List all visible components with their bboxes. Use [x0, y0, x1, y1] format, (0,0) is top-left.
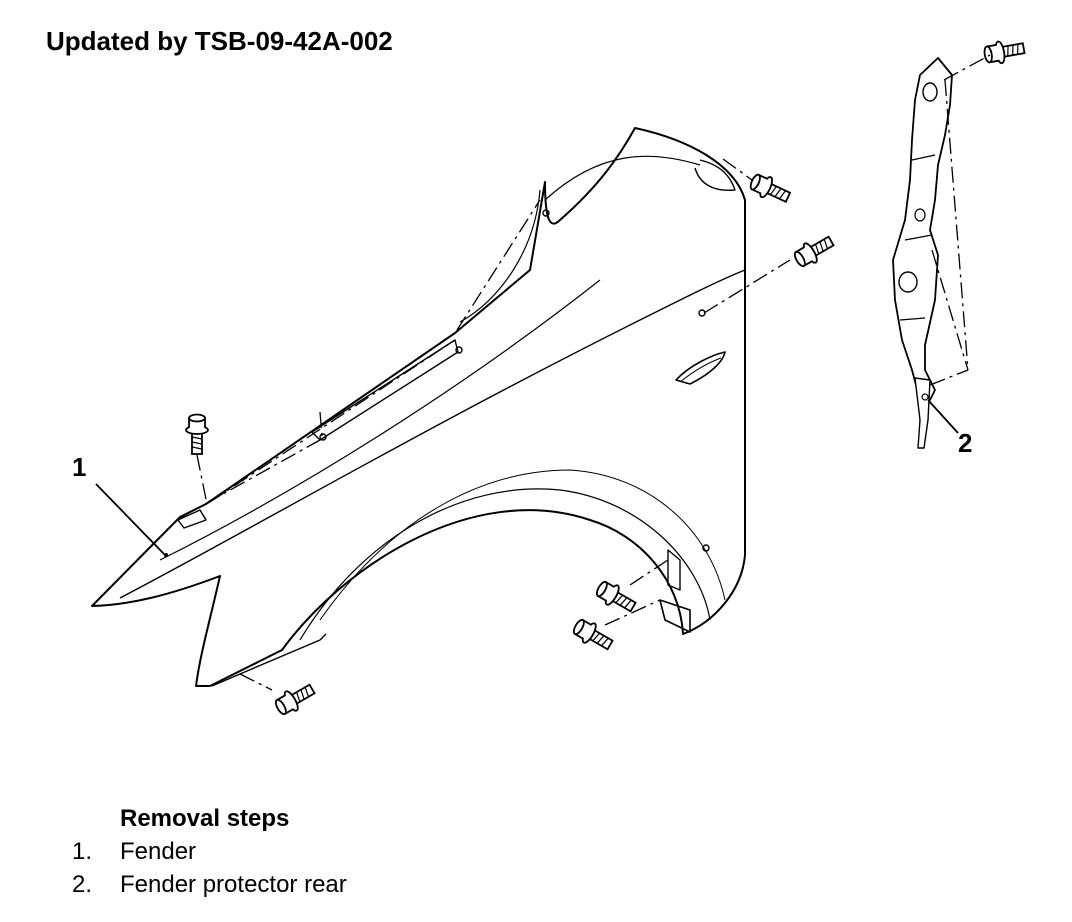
bolt-mirror-icon [746, 169, 794, 209]
removal-steps: Removal steps 1. Fender 2. Fender protec… [72, 802, 347, 901]
callout-leaders [95, 399, 959, 556]
diagram-title: Updated by TSB-09-42A-002 [46, 26, 393, 56]
fender-part [91, 127, 746, 687]
fender-protector-rear-part [892, 57, 953, 449]
alignment-lines [179, 54, 991, 691]
list-item: 1. Fender [72, 835, 347, 868]
step-number: 1. [72, 838, 93, 865]
bolt-arch-lower-icon [569, 614, 617, 656]
bolt-front-lower-icon [271, 678, 319, 720]
step-label: Fender protector rear [120, 871, 347, 898]
bolt-protector-top-icon [981, 36, 1027, 67]
callout-1-label: 1 [72, 452, 86, 482]
step-number: 2. [72, 871, 93, 898]
removal-steps-heading: Removal steps [120, 805, 290, 832]
bolt-front-top-icon [185, 413, 209, 455]
step-label: Fender [120, 838, 197, 865]
callout-2-label: 2 [958, 428, 972, 458]
bolt-side-icon [790, 230, 838, 272]
list-item: 2. Fender protector rear [72, 868, 347, 901]
